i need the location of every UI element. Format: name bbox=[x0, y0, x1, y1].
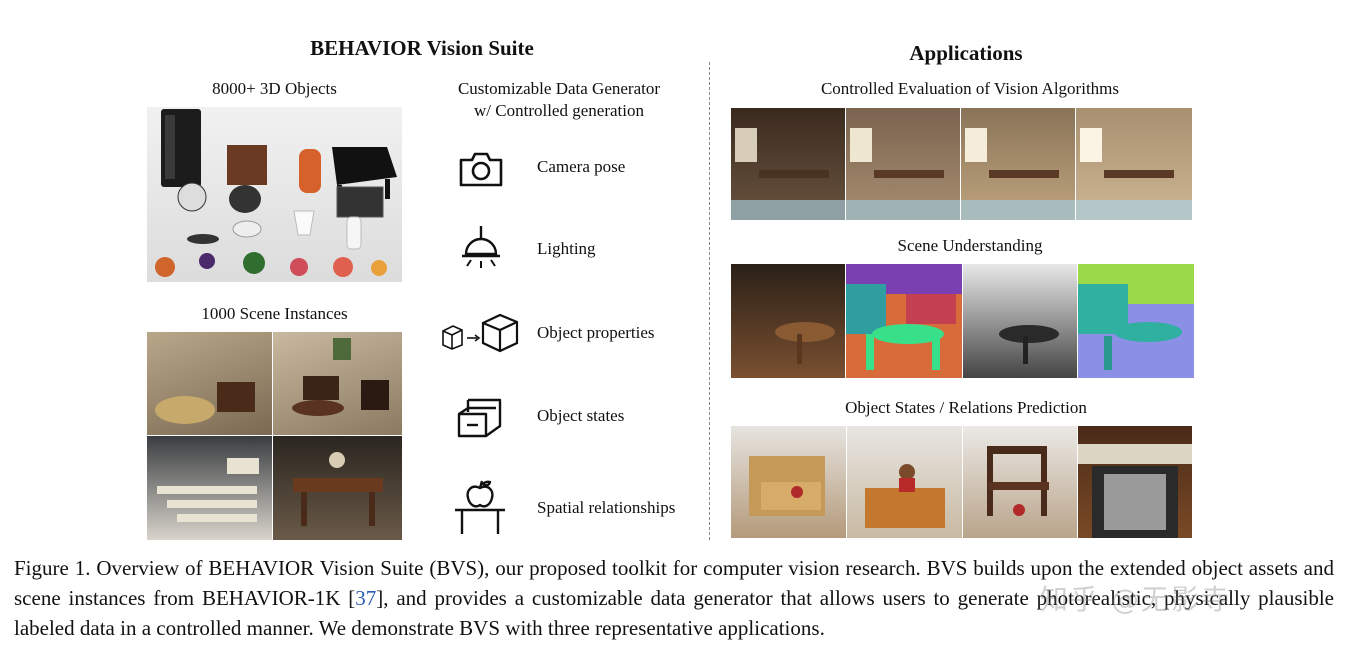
app2-image-segmentation bbox=[846, 264, 962, 378]
apple-on-table-icon bbox=[455, 480, 505, 534]
app2-image-normals bbox=[1078, 264, 1194, 378]
app3-image-2 bbox=[847, 426, 962, 538]
objects-image bbox=[147, 107, 402, 282]
option-label-spatial: Spatial relationships bbox=[537, 498, 676, 517]
app3-image-3 bbox=[963, 426, 1077, 538]
app3-image-1 bbox=[731, 426, 846, 538]
watermark: 知乎 @无影寺 bbox=[1040, 583, 1231, 616]
caption-text-1: Figure 1. Overview of BEHAVIOR Vision Su… bbox=[14, 556, 1334, 610]
app2-image-depth bbox=[963, 264, 1077, 378]
option-label-lighting: Lighting bbox=[537, 239, 596, 258]
app-label-object-states: Object States / Relations Prediction bbox=[845, 398, 1087, 417]
camera-icon bbox=[459, 152, 503, 187]
app1-image-2 bbox=[846, 108, 960, 220]
app2-image-rgb bbox=[731, 264, 845, 378]
option-label-camera: Camera pose bbox=[537, 157, 626, 176]
option-label-object-properties: Object properties bbox=[537, 323, 655, 342]
app-label-evaluation: Controlled Evaluation of Vision Algorith… bbox=[820, 79, 1120, 98]
cube-resize-icon bbox=[442, 313, 519, 353]
section-divider bbox=[709, 62, 710, 540]
citation-link[interactable]: 37 bbox=[355, 586, 377, 610]
app1-image-3 bbox=[961, 108, 1075, 220]
generator-title-line2: w/ Controlled generation bbox=[474, 101, 644, 120]
app3-image-4 bbox=[1078, 426, 1192, 538]
objects-illustration bbox=[155, 109, 397, 277]
app1-image-4 bbox=[1076, 108, 1192, 220]
suite-title: BEHAVIOR Vision Suite bbox=[310, 36, 534, 60]
generator-title-line1: Customizable Data Generator bbox=[457, 79, 661, 98]
option-label-object-states: Object states bbox=[537, 406, 625, 425]
scene-image-1 bbox=[147, 332, 272, 435]
scene-image-2 bbox=[273, 332, 402, 435]
app1-image-1 bbox=[731, 108, 845, 220]
objects-label: 8000+ 3D Objects bbox=[212, 79, 337, 98]
app-label-scene-understanding: Scene Understanding bbox=[897, 236, 1043, 255]
scene-image-3 bbox=[147, 436, 272, 540]
scenes-label: 1000 Scene Instances bbox=[201, 304, 348, 323]
drawer-icon bbox=[457, 398, 502, 438]
figure-caption: Figure 1. Overview of BEHAVIOR Vision Su… bbox=[14, 553, 1334, 643]
lamp-icon bbox=[462, 226, 500, 268]
applications-title: Applications bbox=[909, 41, 1023, 65]
caption-text-2: ], and provides a customizable data gene… bbox=[14, 586, 1334, 640]
scene-image-4 bbox=[273, 436, 402, 540]
